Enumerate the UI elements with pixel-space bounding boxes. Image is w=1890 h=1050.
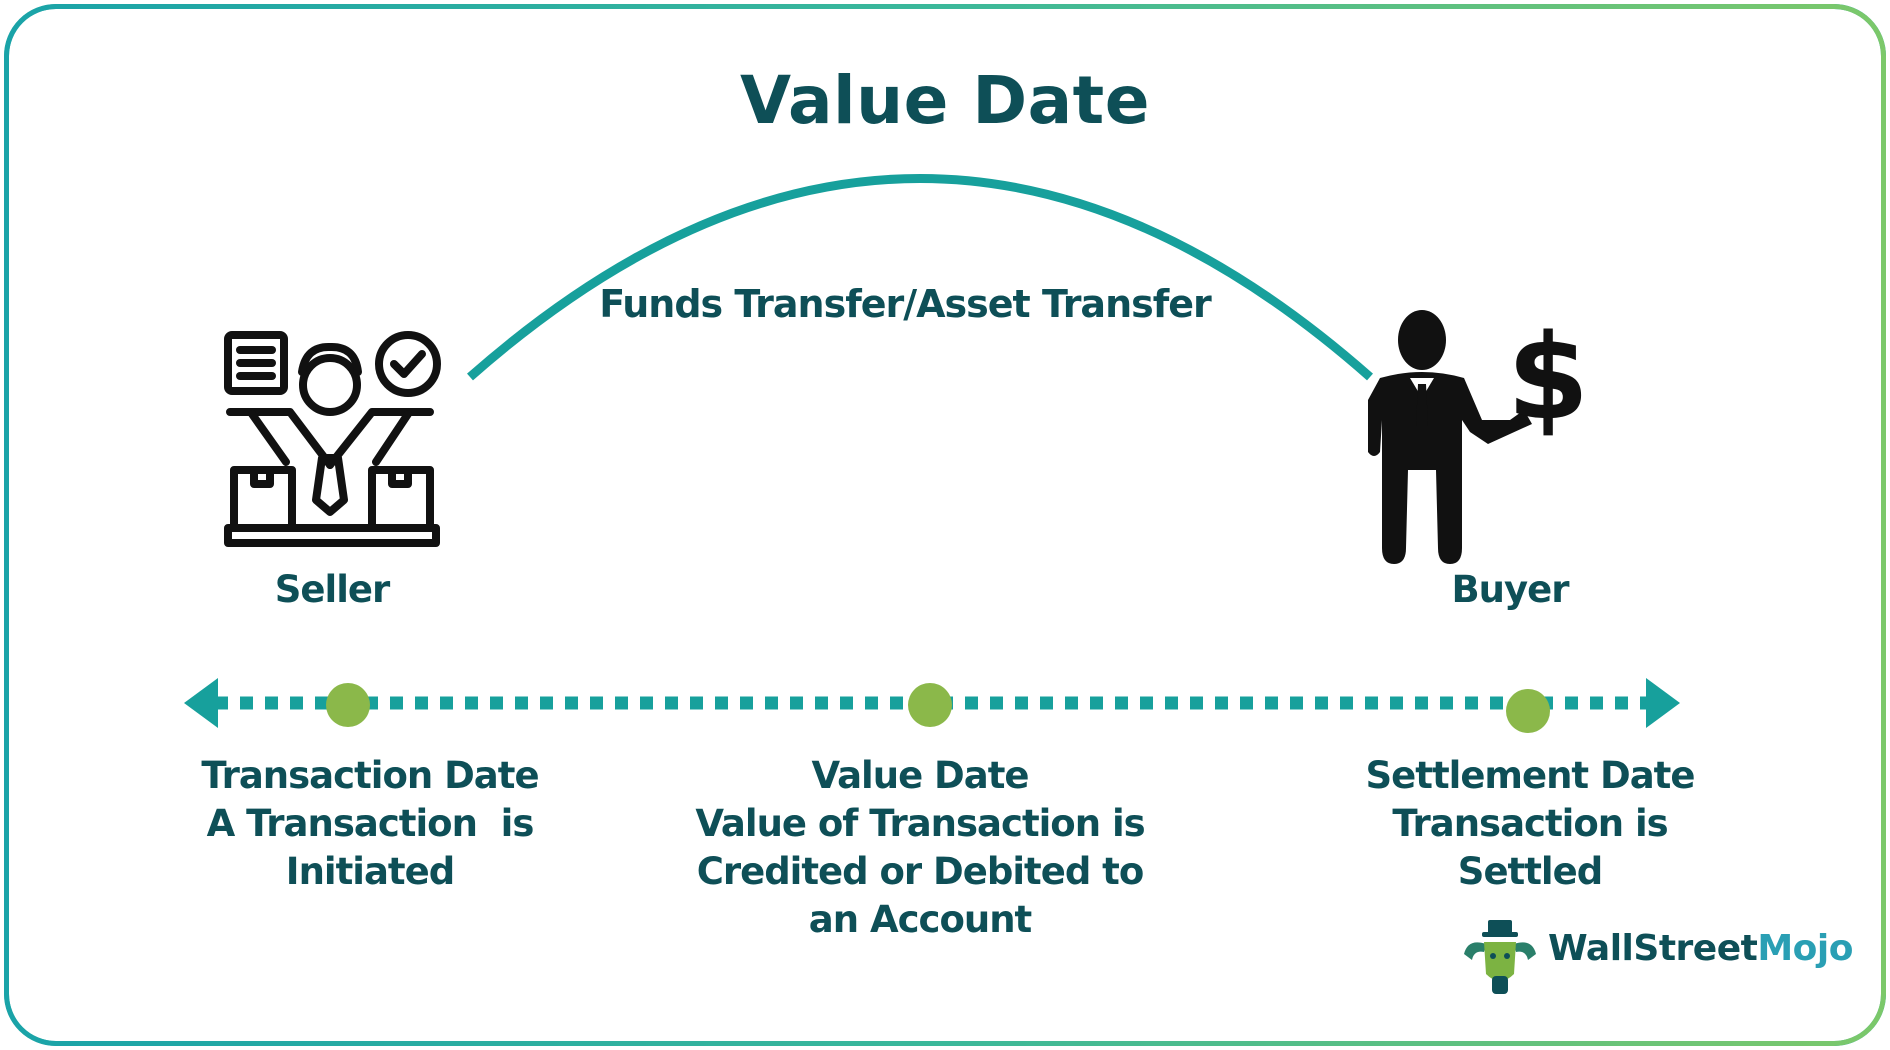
svg-text:$: $ (1507, 308, 1589, 446)
milestone-settlement-date (1506, 689, 1550, 733)
stage-value-date: Value Date Value of Transaction is Credi… (690, 752, 1150, 944)
stage-transaction-date: Transaction Date A Transaction is Initia… (170, 752, 570, 896)
buyer-label: Buyer (1451, 568, 1569, 611)
transfer-label: Funds Transfer/Asset Transfer (599, 282, 1212, 326)
page-title: Value Date (740, 62, 1150, 139)
arrow-right-icon (1646, 678, 1680, 728)
arrow-left-icon (184, 678, 218, 728)
stage-line: an Account (808, 898, 1032, 941)
stage-line: Transaction Date (201, 754, 539, 797)
buyer-businessman-dollar-icon: $ (1368, 308, 1589, 564)
stage-line: Value Date (811, 754, 1029, 797)
logo-part-2: Mojo (1757, 928, 1853, 969)
logo-part-1: WallStreet (1548, 928, 1758, 969)
transfer-arc (467, 174, 1373, 381)
timeline (184, 678, 1680, 733)
milestone-value-date (908, 683, 952, 727)
stage-line: Initiated (285, 850, 455, 893)
stage-line: Settlement Date (1365, 754, 1696, 797)
seller-label: Seller (274, 568, 390, 611)
logo-wordmark: WallStreetMojo (1548, 928, 1853, 969)
milestone-transaction-date (326, 683, 370, 727)
bull-mascot-icon (1464, 920, 1536, 994)
stage-line: Settled (1457, 850, 1603, 893)
stage-line: Transaction is (1392, 802, 1668, 845)
stage-settlement-date: Settlement Date Transaction is Settled (1340, 752, 1720, 896)
seller-with-documents-icon (224, 331, 441, 547)
stage-line: Credited or Debited to (696, 850, 1145, 893)
stage-line: A Transaction is (206, 802, 535, 845)
stage-line: Value of Transaction is (695, 802, 1145, 845)
